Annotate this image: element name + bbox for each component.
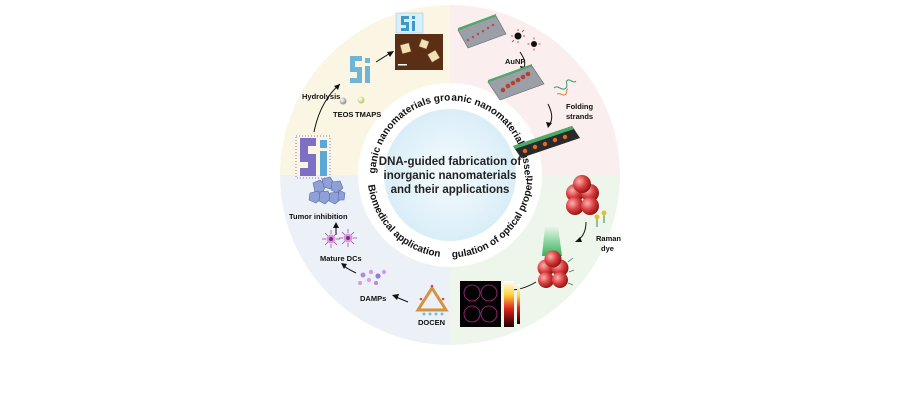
dcs-arrowhead <box>341 263 347 269</box>
hydrolysis-arrowhead <box>334 84 340 90</box>
aunp-arrow <box>519 51 526 69</box>
origami-tile-top-icon <box>457 14 507 49</box>
colorbar-image <box>517 284 520 324</box>
folding-strands-icon <box>553 79 577 90</box>
docen-label: DOCEN <box>418 318 445 327</box>
damps-molecules-icon <box>358 269 387 285</box>
folding-strands-icon-2 <box>556 88 569 96</box>
teos-sphere-icon <box>339 97 347 105</box>
assembly-section: AuNP Folding strands <box>457 14 593 158</box>
folding-arrowhead <box>546 122 552 128</box>
silica-si-structure-icon <box>350 56 370 83</box>
field-simulation-image <box>460 281 501 327</box>
field-hotspot-image <box>504 281 514 327</box>
tumor-cluster-icon <box>308 176 346 205</box>
docen-arrowhead <box>392 294 399 300</box>
folding-arrow <box>547 103 553 125</box>
mature-dendritic-cell-icon <box>322 229 357 248</box>
aunp-label: AuNP <box>505 57 525 66</box>
mature-dcs-label: Mature DCs <box>320 254 362 263</box>
optical-section: Raman dye <box>460 175 621 327</box>
folding-label-line1: Folding <box>566 102 593 111</box>
center-title-line3: and their applications <box>391 184 510 196</box>
center-title-line1: DNA-guided fabrication of <box>379 156 522 168</box>
tmaps-label: TMAPS <box>355 110 381 119</box>
docen-arrow <box>395 296 409 303</box>
raman-label-line2: dye <box>601 244 614 253</box>
field-simulation-circles <box>463 284 498 323</box>
center-title-line2: inorganic nanomaterials <box>384 170 517 182</box>
hydrolysis-label: Hydrolysis <box>302 92 340 101</box>
folding-label-line2: strands <box>566 112 593 121</box>
scale-bar <box>398 64 407 66</box>
center-circle <box>384 109 516 241</box>
aunp-particle-icon <box>511 29 541 51</box>
si-inset-image <box>395 12 424 34</box>
laser-beam-icon <box>542 226 562 256</box>
biomedical-section: Tumor inhibition Mature DCs <box>289 176 449 327</box>
growth-section: Hydrolysis TEOS TMAPS <box>295 12 443 179</box>
teos-label: TEOS <box>333 110 353 119</box>
raman-label-line1: Raman <box>596 234 621 243</box>
growth-arrowhead <box>387 51 394 57</box>
raman-dye-molecule-icon <box>594 210 607 227</box>
dna-si-structure-large-icon <box>295 135 331 179</box>
damps-label: DAMPs <box>360 294 386 303</box>
docen-triangle-icon <box>415 284 449 316</box>
tmaps-sphere-icon <box>357 96 365 104</box>
center-title: DNA-guided fabrication of inorganic nano… <box>379 156 522 196</box>
si-inset-letters-icon <box>401 16 415 31</box>
gold-nanoparticle-cluster-icon <box>566 175 599 215</box>
origami-tile-assembled-icon <box>487 64 545 101</box>
gold-nanoparticle-cluster-lower-icon <box>537 250 575 288</box>
raman-arrowhead <box>575 237 582 242</box>
folded-tube-nanoparticle-icon <box>513 126 580 158</box>
tumor-inhibition-label: Tumor inhibition <box>289 212 348 221</box>
microscopy-particles <box>399 38 441 63</box>
tumor-arrowhead <box>333 222 339 228</box>
